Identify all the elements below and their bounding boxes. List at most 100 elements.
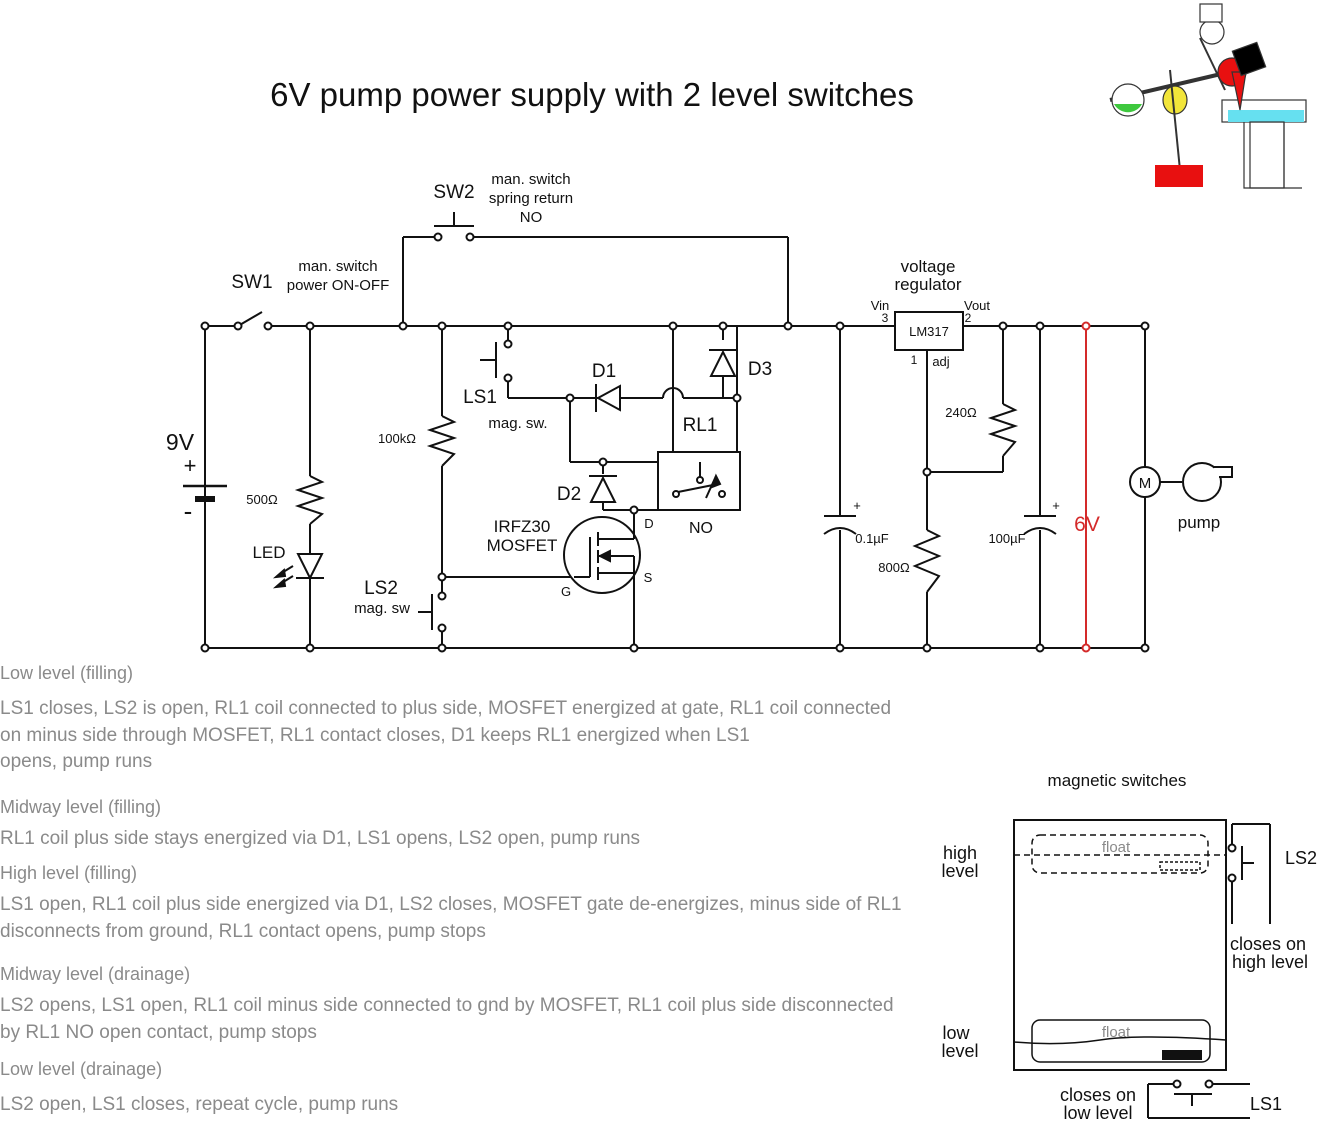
tank-title: magnetic switches: [1048, 771, 1187, 790]
sw1-desc-1: man. switch: [298, 258, 377, 275]
resistor-100k-symbol: [426, 415, 458, 467]
high-float-label: float: [1102, 839, 1131, 856]
low-float-magnet: [1162, 1050, 1202, 1060]
rl1-label: RL1: [683, 415, 718, 436]
d1-label: D1: [592, 361, 616, 382]
d2-label: D2: [557, 484, 581, 505]
low-level-label-2: level: [941, 1041, 978, 1061]
vin-label: Vin: [871, 298, 890, 313]
adj-label: adj: [932, 354, 949, 369]
note-midway-drainage: Midway level (drainage) LS2 opens, LS1 o…: [0, 963, 950, 1046]
note-line: LS1 closes, LS2 is open, RL1 coil connec…: [0, 698, 892, 719]
diode-d3-symbol: [709, 326, 737, 398]
resistor-240-label: 240Ω: [945, 405, 977, 420]
d3-label: D3: [748, 359, 772, 380]
lm317-box: [894, 311, 964, 351]
low-level-label-1: low: [942, 1023, 970, 1043]
rl1-type: NO: [689, 520, 713, 537]
sw2-desc-2: spring return: [489, 190, 573, 207]
battery-symbol: [183, 484, 227, 502]
circuit-schematic: 6V pump power supply with 2 level switch…: [166, 3, 1307, 653]
note-heading: High level (filling): [0, 863, 138, 883]
battery-minus: -: [184, 496, 193, 526]
motor-letter: M: [1139, 475, 1152, 492]
note-heading: Midway level (drainage): [0, 964, 191, 984]
regulator-title-2: regulator: [894, 275, 961, 294]
led-symbol: [272, 524, 324, 590]
tank-ls1-switch: [1147, 1079, 1250, 1119]
note-heading: Low level (filling): [0, 663, 134, 683]
resistor-500-symbol: [294, 475, 326, 525]
mosfet-line-1: IRFZ30: [494, 517, 551, 536]
motor-symbol: [1129, 462, 1233, 502]
drinking-bird-illustration: [1109, 3, 1307, 189]
note-line: LS1 open, RL1 coil plus side energized v…: [0, 894, 902, 915]
diode-d2-symbol: [589, 462, 617, 510]
vin-pin: 3: [882, 311, 889, 325]
mosfet-line-2: MOSFET: [487, 536, 558, 555]
high-level-label-2: level: [941, 861, 978, 881]
c1-plus: +: [853, 498, 861, 513]
diode-d1-symbol: [595, 384, 621, 412]
lm317-label: LM317: [909, 324, 949, 339]
note-line: opens, pump runs: [0, 751, 153, 772]
sw2-label: SW2: [433, 182, 474, 203]
sw1-desc-2: power ON-OFF: [287, 277, 390, 294]
sw2-desc-3: NO: [520, 209, 543, 226]
vout-pin: 2: [965, 311, 972, 325]
tank-ls2-desc-1: closes on: [1230, 934, 1306, 954]
ls2-desc: mag. sw: [354, 600, 410, 617]
ls1-desc: mag. sw.: [488, 415, 547, 432]
note-low-filling: Low level (filling) LS1 closes, LS2 is o…: [0, 662, 950, 776]
wires: [204, 236, 1182, 649]
pump-label: pump: [1178, 513, 1221, 532]
high-float: [1031, 834, 1209, 874]
mosfet-drain-label: D: [644, 516, 653, 531]
mosfet-gate-label: G: [561, 584, 571, 599]
note-midway-filling: Midway level (filling) RL1 coil plus sid…: [0, 796, 950, 853]
sw1-label: SW1: [231, 272, 272, 293]
tank-ls2-switch: [1227, 823, 1271, 924]
resistor-800-symbol: [912, 529, 942, 593]
battery-plus: +: [184, 453, 197, 478]
page-title: 6V pump power supply with 2 level switch…: [270, 76, 914, 113]
note-line: RL1 coil plus side stays energized via D…: [0, 827, 641, 849]
mosfet-symbol: [563, 510, 641, 648]
low-level-line: [1013, 1036, 1227, 1045]
vout-label: Vout: [964, 298, 990, 313]
ls2-switch-symbol: [418, 591, 447, 633]
resistor-500-label: 500Ω: [246, 492, 278, 507]
resistor-800-label: 800Ω: [878, 560, 910, 575]
sw2-desc-1: man. switch: [491, 171, 570, 188]
tank-diagram: magnetic switches float float high level…: [941, 771, 1317, 1123]
low-float-label: float: [1102, 1024, 1131, 1041]
battery-voltage: 9V: [166, 429, 195, 455]
note-heading: Midway level (filling): [0, 796, 162, 817]
resistor-240-symbol: [987, 403, 1019, 457]
note-low-drainage: Low level (drainage) LS2 open, LS1 close…: [0, 1058, 950, 1119]
c1-label: 0.1µF: [855, 531, 889, 546]
note-line: disconnects from ground, RL1 contact ope…: [0, 920, 486, 942]
tank-ls1-label: LS1: [1250, 1094, 1282, 1114]
resistor-100k-label: 100kΩ: [378, 431, 416, 446]
c2-plus: +: [1052, 498, 1060, 513]
c2-label: 100µF: [988, 531, 1025, 546]
ls2-label: LS2: [364, 578, 398, 599]
tank-ls1-desc-1: closes on: [1060, 1085, 1136, 1105]
note-line: LS2 opens, LS1 open, RL1 coil minus side…: [0, 995, 894, 1016]
capacitor-c1-symbol: [823, 515, 857, 535]
operation-notes: Low level (filling) LS1 closes, LS2 is o…: [0, 662, 950, 1119]
regulator-title-1: voltage: [901, 257, 956, 276]
ls1-label: LS1: [463, 387, 497, 408]
capacitor-c2-symbol: [1023, 515, 1057, 535]
adj-pin: 1: [911, 353, 918, 367]
note-heading: Low level (drainage): [0, 1059, 163, 1079]
relay-rl1-symbol: [657, 451, 741, 511]
junction-nodes: [200, 321, 1150, 653]
tank-ls1-desc-2: low level: [1063, 1103, 1132, 1123]
tank-ls2-desc-2: high level: [1232, 952, 1308, 972]
ls1-switch-symbol: [480, 339, 513, 383]
led-label: LED: [252, 543, 285, 562]
note-high-filling: High level (filling) LS1 open, RL1 coil …: [0, 862, 950, 945]
note-line: LS2 open, LS1 closes, repeat cycle, pump…: [0, 1094, 399, 1115]
